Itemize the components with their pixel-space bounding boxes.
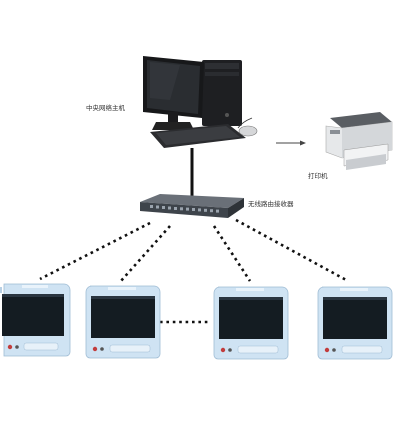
patient-monitor-1: [0, 283, 71, 357]
printer-icon: [325, 112, 393, 170]
host-label: 中央网络主机: [86, 103, 126, 112]
link-monitor-2: [119, 225, 171, 283]
patient-monitor-4: [317, 286, 393, 360]
link-monitor-1: [39, 221, 151, 281]
printer-label: 打印机: [308, 171, 328, 180]
patient-monitor-3: [213, 286, 289, 360]
wireless-links: [39, 218, 349, 324]
link-monitor-4: [235, 218, 349, 283]
router-label: 无线路由接收器: [248, 199, 294, 208]
link-monitor-3: [212, 225, 252, 282]
patient-monitor-2: [85, 285, 161, 359]
printer-arrow: [276, 140, 306, 146]
router-icon: [140, 194, 244, 218]
host-computer-icon: [143, 56, 258, 148]
